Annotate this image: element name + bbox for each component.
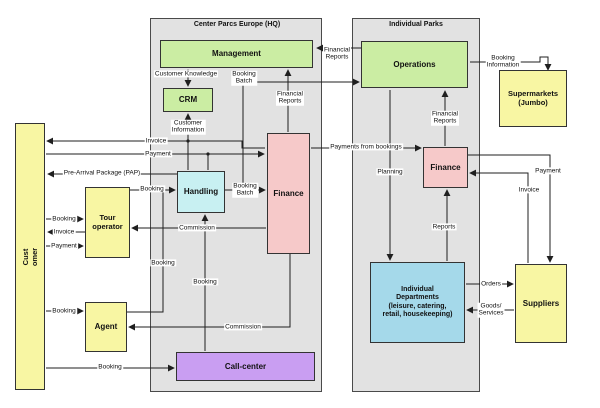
label-payments-from-bookings: Payments from bookings <box>329 143 403 151</box>
label-planning: Planning <box>376 168 404 176</box>
edge-booking-agent-up <box>127 190 164 313</box>
node-management: Management <box>160 40 313 68</box>
label-financialreports-parks: Financial Reports <box>430 110 460 126</box>
node-operations: Operations <box>361 41 468 88</box>
node-call-center: Call-center <box>176 352 315 381</box>
label-financialreports-finance: Financial Reports <box>275 90 305 106</box>
label-customer-knowledge: Customer Knowledge <box>153 70 219 78</box>
label-booking-information: Booking Information <box>485 54 521 70</box>
label-payment-suppliers: Payment <box>534 167 562 175</box>
node-suppliers: Suppliers <box>515 264 567 343</box>
label-booking-touroperator: Booking <box>51 215 77 223</box>
label-financialreports-operations: Financial Reports <box>322 46 352 62</box>
node-finance-hq: Finance <box>267 133 310 254</box>
label-orders: Orders <box>480 280 502 288</box>
label-customer-information: Customer Information <box>170 119 206 135</box>
label-pap: Pre-Arrival Package (PAP) <box>62 169 142 177</box>
label-invoice-hq: Invoice <box>144 137 168 145</box>
label-commission-agent: Commission <box>224 323 262 331</box>
label-bookingbatch-operations: Booking Batch <box>231 70 257 86</box>
node-customer: Cust omer <box>15 123 45 390</box>
node-individual-departments: Individual Departments (leisure, caterin… <box>370 262 465 343</box>
node-handling: Handling <box>177 171 225 213</box>
node-agent: Agent <box>85 302 127 352</box>
node-crm: CRM <box>163 88 213 112</box>
customer-label: Cust omer <box>21 247 39 266</box>
node-tour-operator: Tour operator <box>85 187 130 258</box>
label-invoice-suppliers: Invoice <box>517 186 541 194</box>
edge-invoice-suppliers-to-parksfinance <box>469 169 529 263</box>
label-goods-services: Goods/ Services <box>477 302 505 318</box>
label-booking-handling: Booking <box>139 185 165 193</box>
hq-container-title: Center Parcs Europe (HQ) <box>193 21 281 28</box>
label-booking-agent-up: Booking <box>150 259 176 267</box>
label-booking-agent: Booking <box>51 307 77 315</box>
label-bookingbatch-finance: Booking Batch <box>232 182 258 198</box>
node-supermarkets: Supermarkets (Jumbo) <box>499 70 567 127</box>
label-commission-touroperator: Commission <box>178 224 216 232</box>
edge-invoice-finance-to-customer <box>46 137 265 149</box>
label-invoice-touroperator: Invoice <box>52 228 76 236</box>
node-finance-parks: Finance <box>423 147 468 188</box>
label-payment-touroperator: Payment <box>50 242 78 250</box>
edge-commission-finance-to-agent <box>128 254 291 331</box>
label-reports: Reports <box>431 223 457 231</box>
label-payment-hq: Payment <box>144 150 172 158</box>
label-booking-callcenter-up: Booking <box>192 278 218 286</box>
edge-payment-parksfinance-to-suppliers <box>468 154 554 263</box>
label-booking-callcenter: Booking <box>97 363 123 371</box>
parks-container-title: Individual Parks <box>389 21 443 28</box>
